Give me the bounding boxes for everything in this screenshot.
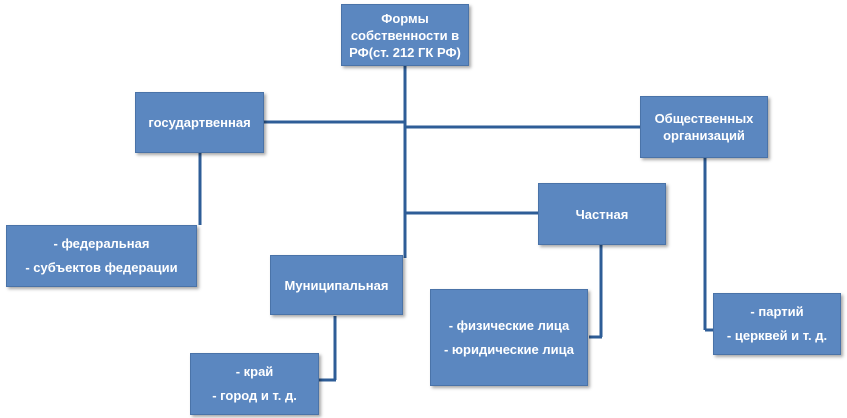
private-children-node: - физические лица - юридические лица — [430, 289, 588, 386]
state-child-item: - субъектов федерации — [25, 260, 178, 275]
public-orgs-line: организаций — [663, 128, 745, 143]
root-line: РФ(ст. 212 ГК РФ) — [349, 44, 461, 60]
state-child-item: - федеральная — [53, 236, 150, 251]
public-orgs-child-item: - партий — [750, 304, 804, 319]
municipal-label: Муниципальная — [284, 277, 389, 293]
municipal-child-item: - край — [235, 364, 274, 379]
municipal-child-item: - город и т. д. — [212, 388, 297, 403]
public-orgs-children-node: - партий - церквей и т. д. — [713, 293, 841, 355]
public-orgs-line: Общественных — [654, 111, 754, 126]
private-child-item: - физические лица — [448, 317, 570, 333]
private-child-item: - юридические лица — [443, 341, 575, 357]
root-line: Формы — [381, 10, 429, 26]
public-orgs-node: Общественных организаций — [640, 96, 768, 158]
municipal-node: Муниципальная — [270, 255, 403, 315]
private-label: Частная — [575, 206, 629, 222]
state-node: государтвенная — [135, 92, 264, 153]
state-label: государтвенная — [148, 115, 251, 130]
public-orgs-child-item: - церквей и т. д. — [726, 328, 828, 343]
root-line: собственности в — [350, 27, 460, 43]
root-node: Формы собственности в РФ(ст. 212 ГК РФ) — [341, 4, 469, 66]
state-children-node: - федеральная - субъектов федерации — [6, 225, 197, 287]
municipal-children-node: - край - город и т. д. — [190, 353, 319, 415]
private-node: Частная — [538, 183, 666, 245]
